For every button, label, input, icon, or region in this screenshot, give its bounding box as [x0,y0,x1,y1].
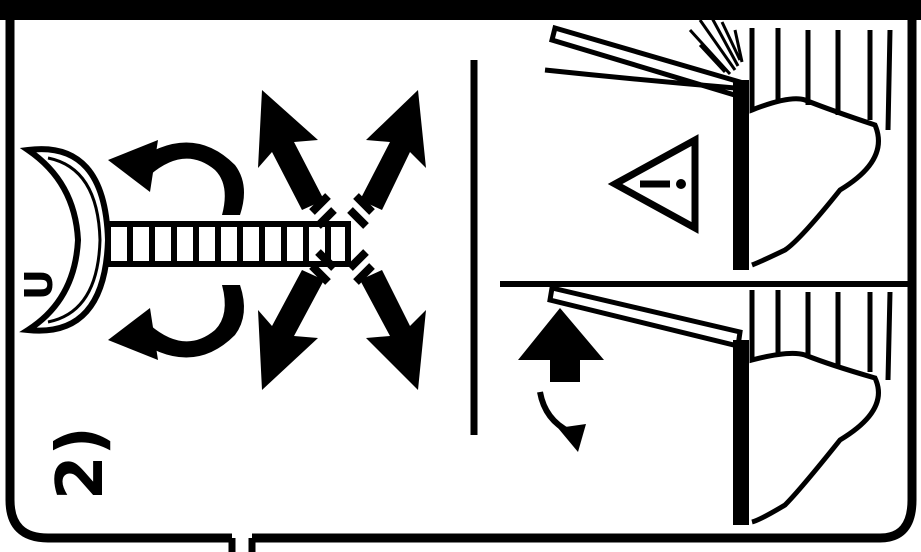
diagonal-arrow-up-right-icon [350,90,426,226]
diagonal-arrow-up-left-icon [258,90,334,226]
rotate-arrow-bottom-icon [108,285,244,360]
tool-letter: U [17,269,61,300]
top-border [0,0,921,20]
tool-shaft [108,224,348,264]
post-bottom [733,340,749,525]
warning-triangle-icon: ! [0,0,695,228]
diagonal-arrow-down-left-icon [258,252,334,390]
diagonal-arrow-down-right-icon [350,252,426,390]
bottom-notch [232,538,252,552]
right-panel-bottom [518,288,890,525]
hand-top [752,28,890,265]
step-label: 2) [44,426,118,500]
sparks-icon [690,18,742,74]
tool-bracket [28,149,108,331]
hand-bottom [752,290,890,522]
rotate-arrow-top-icon [108,140,244,215]
left-panel: U [17,90,426,500]
post-top [733,80,749,270]
up-arrow-icon [518,308,604,382]
clockwise-arrow-icon [540,392,586,452]
